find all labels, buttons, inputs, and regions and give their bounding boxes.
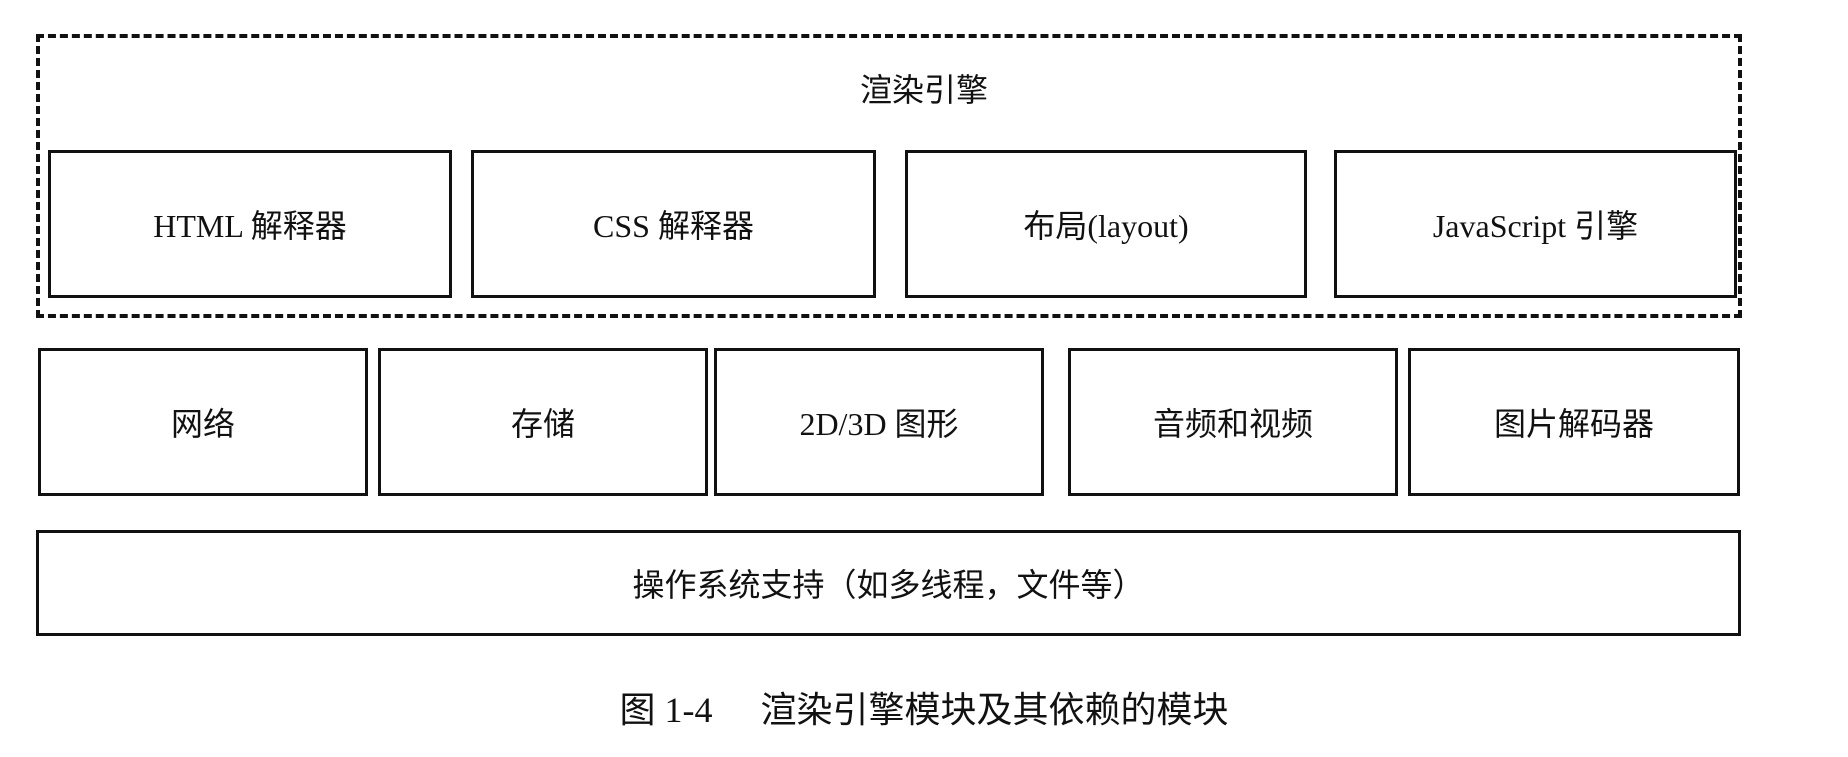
rendering-engine-group — [36, 34, 1742, 318]
storage-box: 存储 — [378, 348, 708, 496]
image-decoder-box: 图片解码器 — [1408, 348, 1740, 496]
html-interpreter-box: HTML 解释器 — [48, 150, 452, 298]
figure-caption-text: 渲染引擎模块及其依赖的模块 — [760, 690, 1229, 730]
rendering-engine-title: 渲染引擎 — [859, 72, 988, 108]
layout-box: 布局(layout) — [905, 150, 1307, 298]
network-box: 网络 — [38, 348, 368, 496]
css-interpreter-box: CSS 解释器 — [471, 150, 876, 298]
figure-caption: 图 1-4 渲染引擎模块及其依赖的模块 — [0, 680, 1848, 740]
os-support-box: 操作系统支持（如多线程，文件等） — [36, 530, 1741, 636]
figure-number: 图 1-4 — [619, 690, 713, 730]
javascript-engine-box: JavaScript 引擎 — [1334, 150, 1737, 298]
audio-video-box: 音频和视频 — [1068, 348, 1398, 496]
graphics-box: 2D/3D 图形 — [714, 348, 1044, 496]
